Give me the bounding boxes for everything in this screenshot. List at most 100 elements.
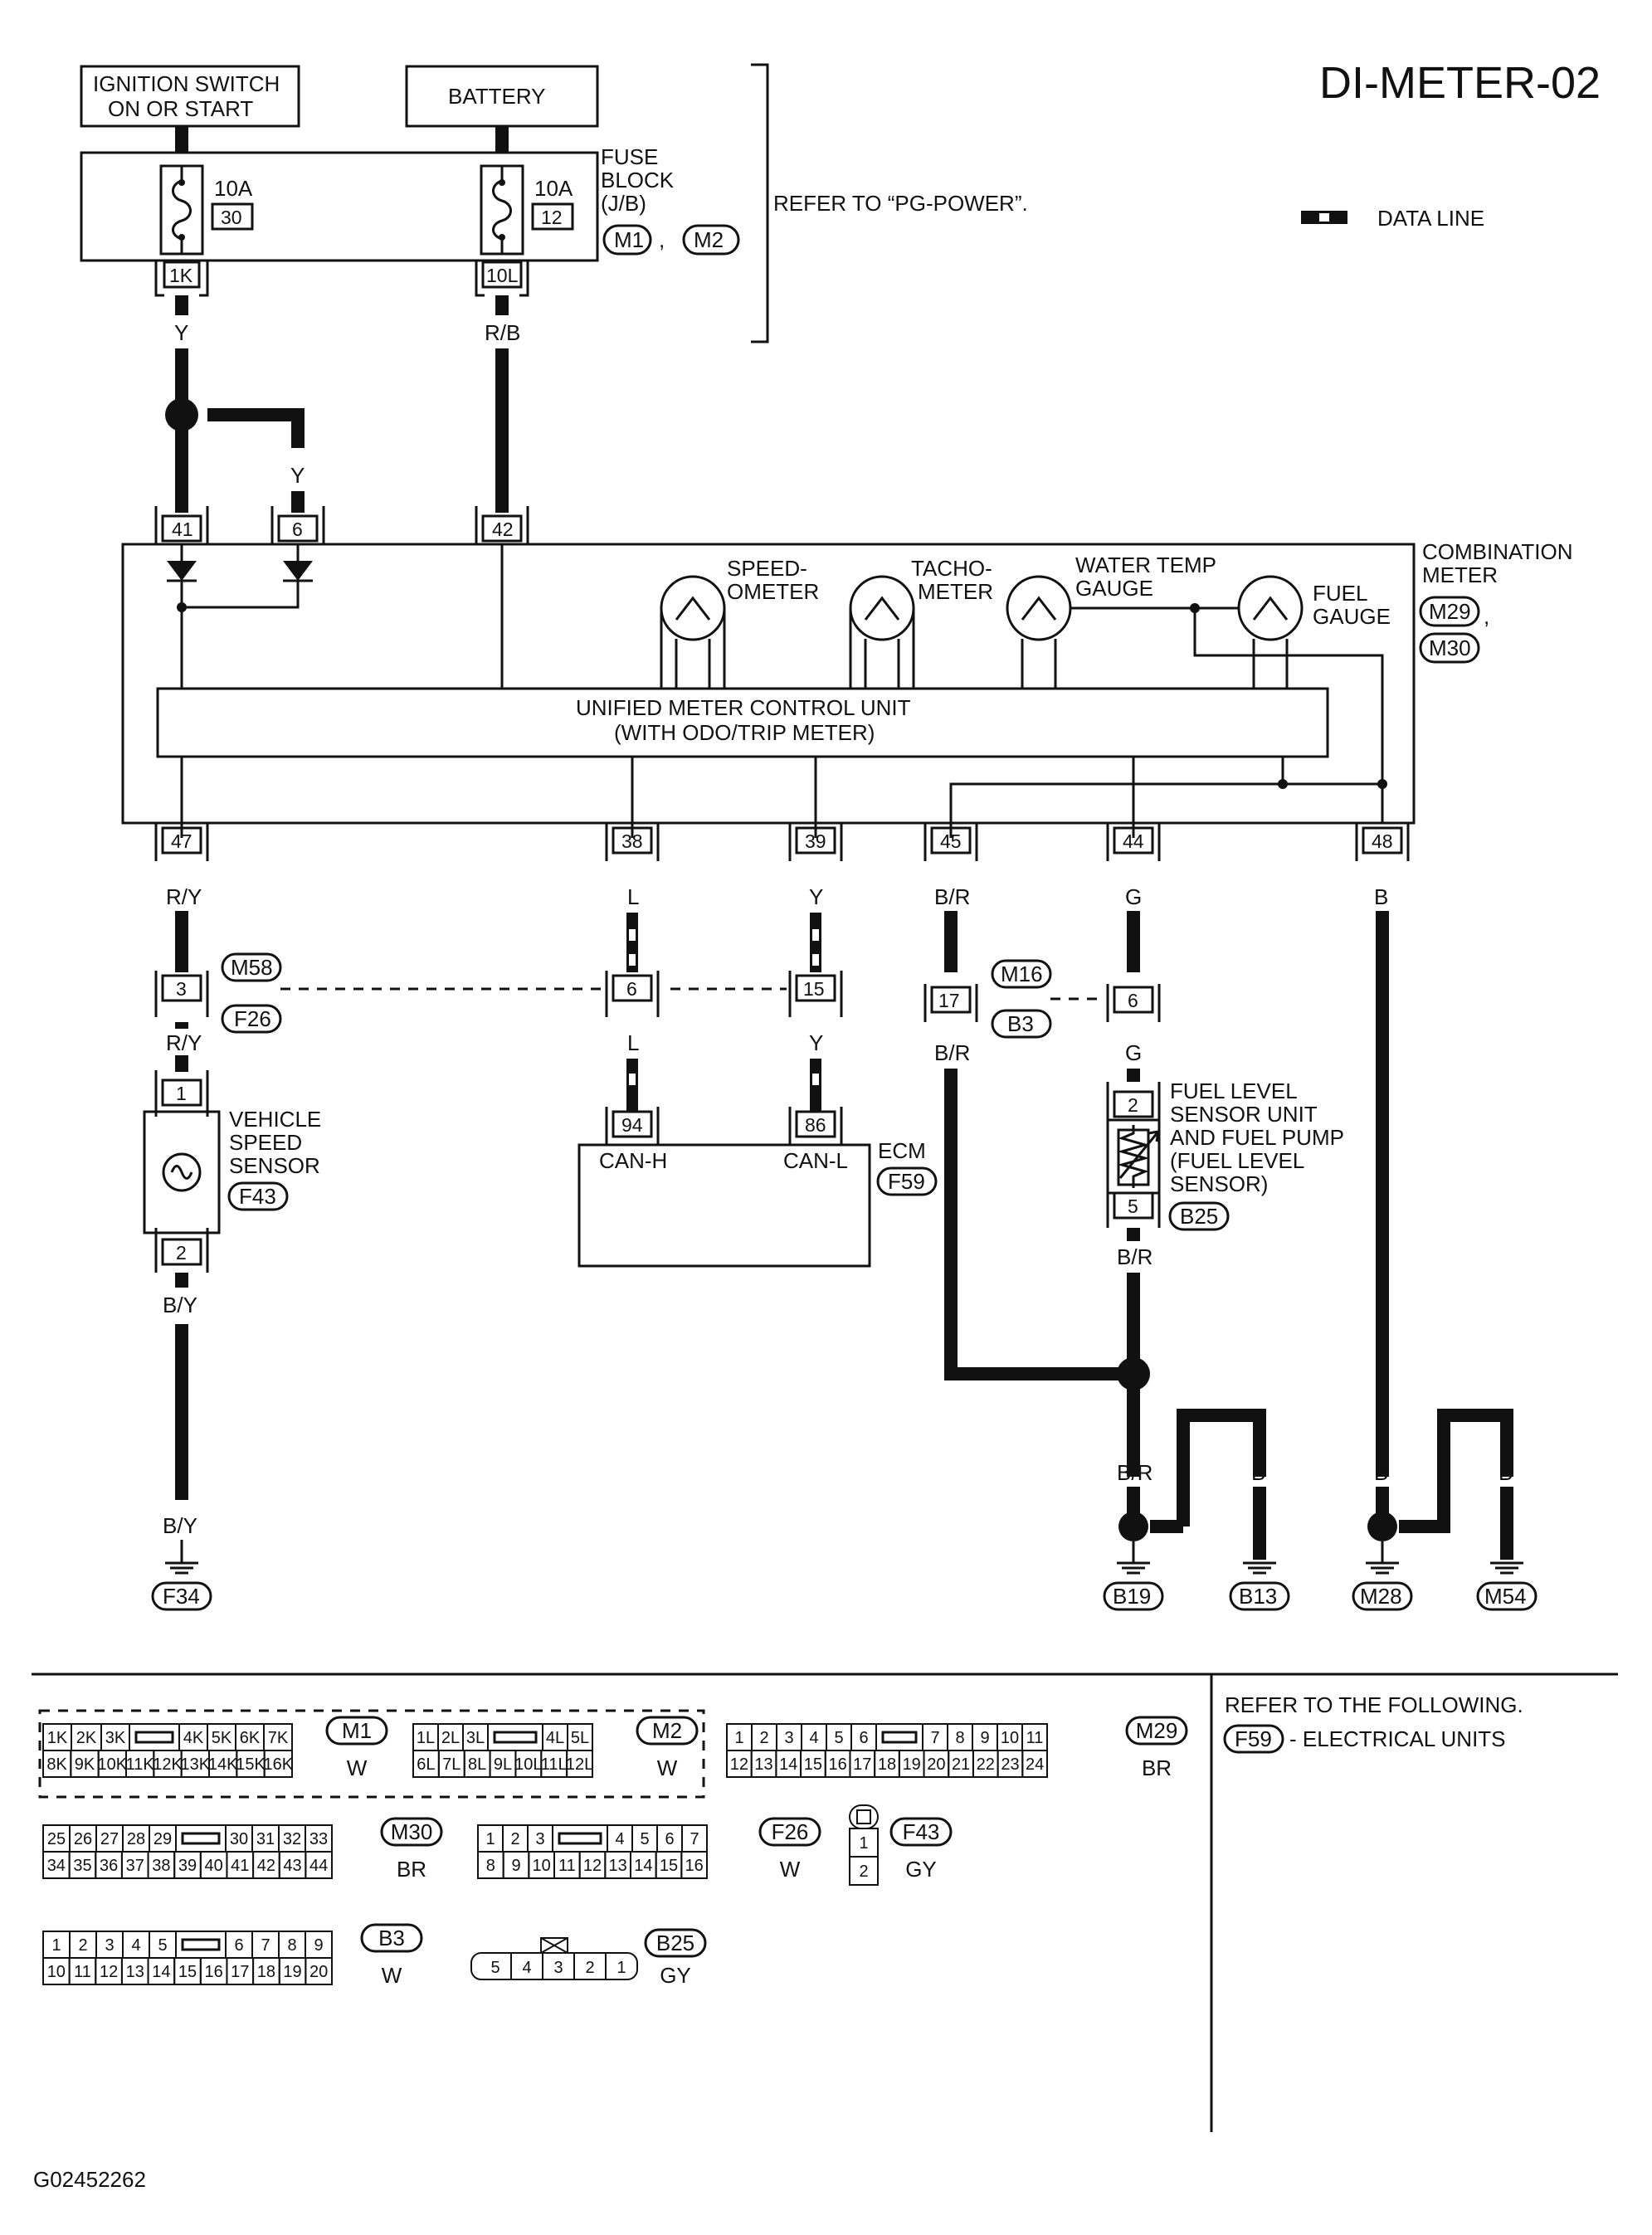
connector-id: F43 bbox=[903, 1819, 940, 1844]
fuse-block-conn-m1: M1 bbox=[614, 227, 644, 252]
fuel-level-sensor: 2 5 FUEL LEVEL SENSOR UNIT AND FUEL PUMP… bbox=[1106, 1079, 1344, 1231]
ground-b13: B13 bbox=[1229, 1561, 1290, 1611]
diode-2 bbox=[283, 561, 313, 581]
connector-pin: 2 bbox=[78, 1936, 87, 1955]
ecm: 94 86 CAN-H CAN-L ECM F59 bbox=[577, 1107, 938, 1268]
connector-pin: 17 bbox=[231, 1963, 249, 1981]
svg-text:10L: 10L bbox=[486, 265, 519, 286]
connector-pin: 14 bbox=[634, 1857, 652, 1875]
connector-pin: 8K bbox=[46, 1755, 67, 1774]
connector-pin: 9L bbox=[494, 1755, 512, 1774]
connector-pin: 18 bbox=[878, 1755, 896, 1774]
wire-br-3: B/R bbox=[1117, 1244, 1153, 1269]
ground-f34: F34 bbox=[151, 1540, 212, 1611]
connector-pin: 14 bbox=[152, 1963, 170, 1981]
connector-pin: 15 bbox=[178, 1963, 197, 1981]
joint-pin-17: 17 bbox=[923, 984, 978, 1022]
conn-b3: B3 bbox=[1007, 1011, 1034, 1036]
combination-meter-conn-m29: M29 bbox=[1429, 599, 1471, 624]
connector-color: W bbox=[780, 1857, 801, 1882]
unified-meter-control-unit bbox=[156, 687, 1329, 758]
connector-pin: 3 bbox=[784, 1729, 793, 1747]
connector-pin: 7K bbox=[268, 1729, 289, 1747]
connector-pin: 7 bbox=[690, 1830, 699, 1848]
connector-pin: 33 bbox=[309, 1830, 328, 1848]
conn-sep: , bbox=[659, 227, 665, 252]
connector-pin: 16 bbox=[685, 1857, 704, 1875]
connector-color: BR bbox=[397, 1857, 426, 1882]
fuel-gauge-label-2: GAUGE bbox=[1313, 604, 1391, 629]
connector-pin: 2 bbox=[510, 1830, 519, 1848]
can-h-lower bbox=[626, 1059, 638, 1112]
meter-pin-48: 48 bbox=[1355, 823, 1410, 861]
water-temp-label-2: GAUGE bbox=[1075, 576, 1153, 601]
meter-pin-41: 41 bbox=[154, 506, 209, 544]
svg-text:1K: 1K bbox=[169, 265, 193, 286]
connector-pin: 4 bbox=[615, 1830, 624, 1848]
connector-pin: 5 bbox=[834, 1729, 843, 1747]
svg-text:B19: B19 bbox=[1113, 1584, 1151, 1609]
connector-pin: 32 bbox=[283, 1830, 301, 1848]
connector-pin: 4L bbox=[546, 1729, 564, 1747]
data-line-label: DATA LINE bbox=[1377, 206, 1484, 231]
joint-pin-3: 3 bbox=[154, 971, 209, 1017]
connector-pin: 40 bbox=[205, 1857, 223, 1875]
connector-pin: 30 bbox=[230, 1830, 248, 1848]
wire-l-2: L bbox=[627, 1030, 639, 1055]
connector-pin: 2L bbox=[441, 1729, 460, 1747]
connector-pin: 7 bbox=[261, 1936, 270, 1955]
fuel-gauge-label-1: FUEL bbox=[1313, 581, 1367, 606]
connector-pin: 9 bbox=[511, 1857, 520, 1875]
ecm-can-l: CAN-L bbox=[783, 1148, 848, 1173]
refer-following-conn: F59 bbox=[1235, 1726, 1272, 1751]
joint-pin-6b: 6 bbox=[1106, 984, 1161, 1022]
wire-y-3: Y bbox=[809, 884, 823, 909]
connector-pin: 1 bbox=[485, 1830, 495, 1848]
connector-pin: 23 bbox=[1001, 1755, 1019, 1774]
connector-pin: 5 bbox=[640, 1830, 649, 1848]
joint-pin-15: 15 bbox=[788, 971, 843, 1017]
connector-pin: 6L bbox=[417, 1755, 435, 1774]
connector-pin: 5L bbox=[571, 1729, 589, 1747]
can-l-upper bbox=[810, 913, 821, 972]
wire-br-4: B/R bbox=[1117, 1460, 1153, 1485]
pin-10l: 10L bbox=[475, 261, 529, 297]
fuse-30-amp: 10A bbox=[214, 176, 253, 201]
connector-pin: 9K bbox=[75, 1755, 95, 1774]
fuse-block-label-1: FUSE bbox=[601, 144, 658, 169]
svg-text:5: 5 bbox=[1128, 1195, 1138, 1217]
connector-pin: 10 bbox=[533, 1857, 551, 1875]
meter-pin-39: 39 bbox=[788, 823, 843, 861]
dashed-group-m1-m2 bbox=[38, 1709, 705, 1799]
splice-1 bbox=[165, 398, 198, 431]
connector-pin: 7 bbox=[930, 1729, 939, 1747]
svg-text:86: 86 bbox=[805, 1114, 826, 1136]
wire-ry-1: R/Y bbox=[166, 884, 202, 909]
connector-pin: 2 bbox=[585, 1959, 594, 1977]
connector-pin: 11K bbox=[126, 1755, 155, 1774]
svg-text:B13: B13 bbox=[1239, 1584, 1277, 1609]
connector-color: W bbox=[657, 1755, 678, 1780]
fuse-block-label-3: (J/B) bbox=[601, 191, 646, 216]
connector-pin: 12 bbox=[583, 1857, 602, 1875]
control-unit-line-2: (WITH ODO/TRIP METER) bbox=[614, 720, 875, 745]
conn-f59: F59 bbox=[888, 1169, 925, 1194]
wire-g-2: G bbox=[1125, 1040, 1142, 1065]
ignition-label-1: IGNITION SWITCH bbox=[93, 71, 280, 96]
connector-pin: 9 bbox=[980, 1729, 989, 1747]
meter-pin-38: 38 bbox=[605, 823, 660, 861]
connector-pin: 10 bbox=[1001, 1729, 1019, 1747]
diagram-id: DI-METER-02 bbox=[1319, 58, 1601, 108]
connector-pin: 8L bbox=[468, 1755, 486, 1774]
refer-pg-text: REFER TO “PG-POWER”. bbox=[773, 191, 1028, 216]
connector-pin: 37 bbox=[126, 1857, 144, 1875]
wire-ry-2: R/Y bbox=[166, 1030, 202, 1055]
tachometer-label-2: METER bbox=[918, 579, 993, 604]
fuel-gauge: FUEL GAUGE bbox=[1195, 575, 1391, 689]
wire-b-2: B bbox=[1251, 1460, 1265, 1485]
connector-pin: 8 bbox=[486, 1857, 495, 1875]
